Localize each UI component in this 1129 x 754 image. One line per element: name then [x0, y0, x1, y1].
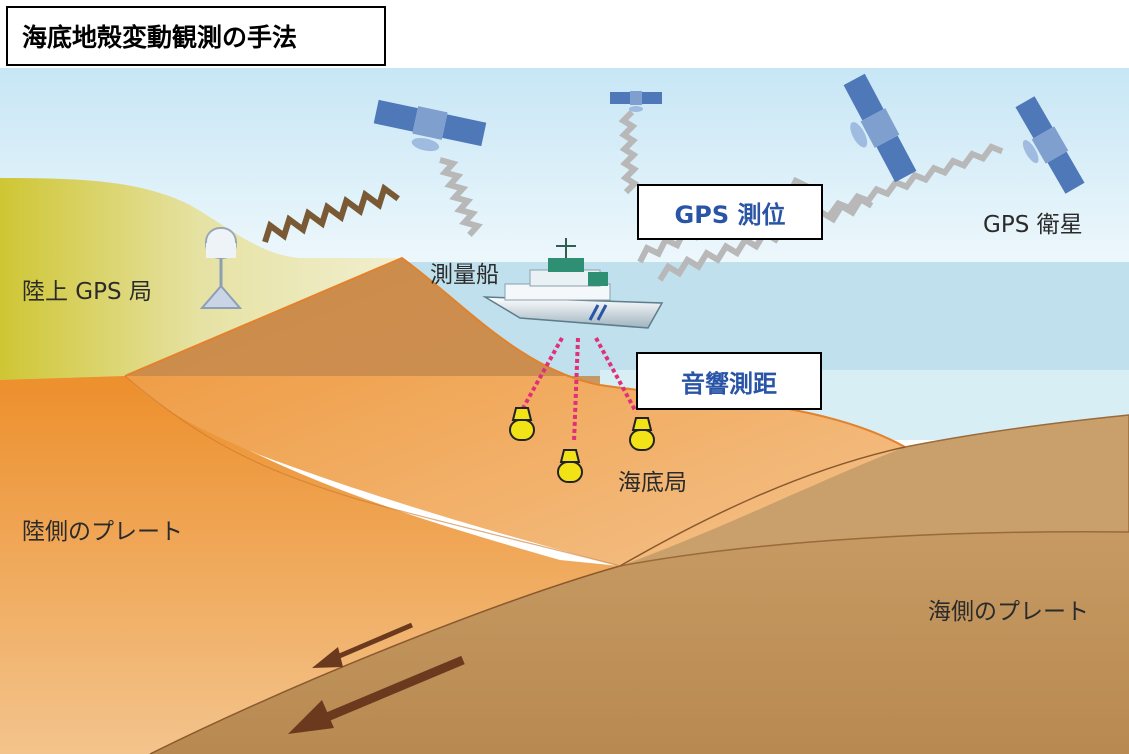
wave-land-station: [262, 183, 400, 243]
acoustic-ranging-label: 音響測距: [681, 369, 777, 398]
wave-sat4-far: [827, 143, 1004, 217]
inner-fault: [124, 375, 621, 567]
seafloor-station-icon-2: [629, 417, 655, 451]
survey-vessel-label: 測量船: [430, 262, 499, 288]
acoustic-ranging-callout: 音響測距: [636, 352, 822, 410]
gps-positioning-label: GPS 測位: [674, 200, 786, 229]
subduction-arrow-small: [312, 622, 413, 668]
gps-satellite-icon-4: [1015, 96, 1085, 194]
acoustic-lines: [520, 337, 638, 443]
gps-satellite-icon-3: [843, 73, 917, 183]
land-plate-label: 陸側のプレート: [22, 519, 183, 545]
wave-sat1-ship: [439, 157, 483, 237]
gps-positioning-callout: GPS 測位: [637, 184, 823, 240]
land-plate: [0, 376, 620, 754]
ocean-plate-main: [150, 531, 1129, 754]
seafloor-station-icon-1: [509, 407, 535, 441]
seafloor-station-icon-3: [557, 449, 583, 483]
title-box: 海底地殻変動観測の手法: [6, 6, 386, 66]
gps-satellite-icon-1: [373, 99, 487, 152]
slope-top: [125, 258, 600, 385]
seafloor-station-label: 海底局: [618, 470, 687, 496]
land-gps-station-icon: [199, 227, 243, 309]
wave-sat2-ship: [618, 109, 640, 195]
slope-edge: [124, 256, 906, 448]
land-gps-station-label: 陸上 GPS 局: [22, 279, 152, 305]
gps-satellite-icon-2: [610, 91, 662, 112]
gps-satellite-label: GPS 衛星: [983, 212, 1083, 238]
subduction-arrow-large: [288, 655, 465, 734]
ocean-plate-label: 海側のプレート: [928, 599, 1089, 625]
plate-boundary: [149, 446, 906, 754]
diagram-title: 海底地殻変動観測の手法: [22, 23, 298, 52]
survey-vessel-icon: [482, 238, 664, 329]
